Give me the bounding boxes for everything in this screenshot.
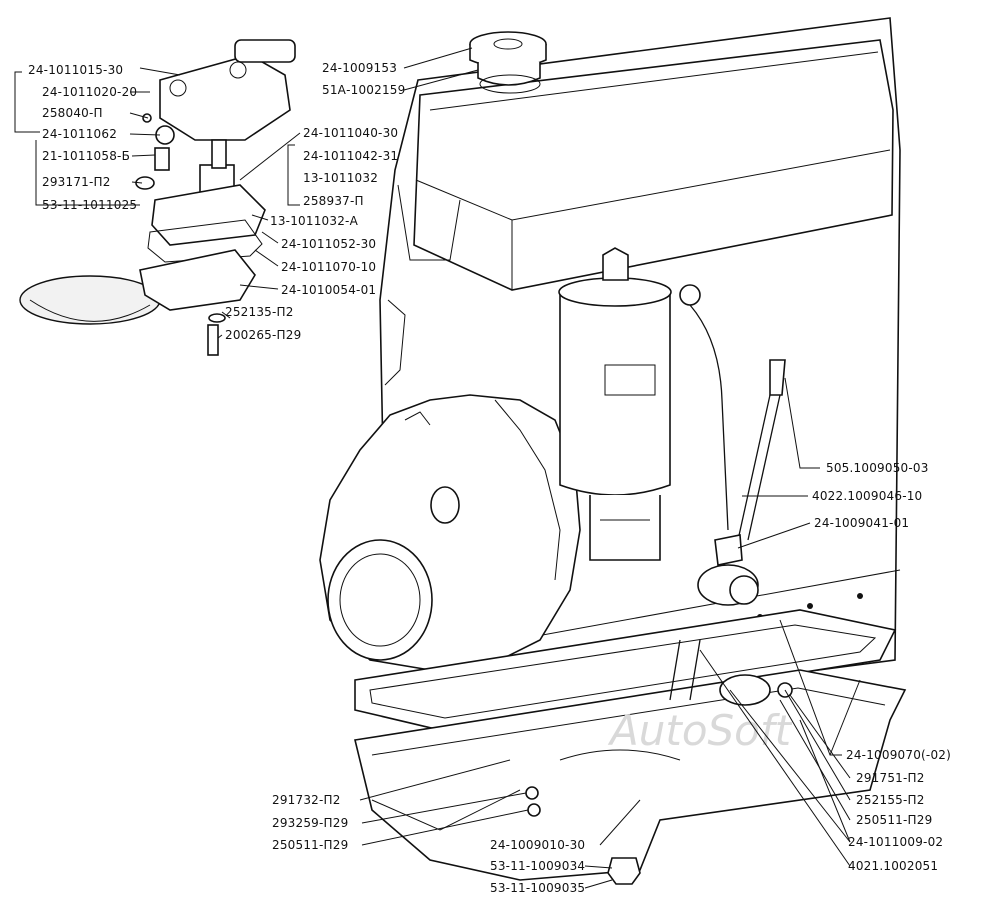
label-252155-p2: 252155-П2 bbox=[856, 793, 925, 807]
label-4021-1002051: 4021.1002051 bbox=[848, 859, 938, 873]
oil-pan bbox=[354, 669, 907, 881]
label-13-1011032: 13-1011032 bbox=[303, 171, 378, 185]
label-4022-1009046-10: 4022.1009046-10 bbox=[812, 489, 922, 503]
dipstick bbox=[697, 359, 786, 606]
leader-lines bbox=[14, 47, 861, 889]
label-53-11-1011025: 53-11-1011025 bbox=[42, 198, 137, 212]
label-51a-1002159: 51А-1002159 bbox=[322, 83, 405, 97]
label-13-1011032-a: 13-1011032-А bbox=[270, 214, 359, 228]
label-505-1009050-03: 505.1009050-03 bbox=[826, 461, 929, 475]
watermark: AutoSoft bbox=[607, 706, 793, 755]
label-293259-p29: 293259-П29 bbox=[272, 816, 348, 830]
oil-pan-gasket bbox=[354, 609, 897, 731]
drain-plug bbox=[525, 786, 641, 885]
label-24-1011062: 24-1011062 bbox=[42, 127, 117, 141]
label-258040-p: 258040-П bbox=[42, 106, 103, 120]
label-24-1011042-31: 24-1011042-31 bbox=[303, 149, 398, 163]
label-24-1009070-02: 24-1009070(-02) bbox=[846, 748, 951, 762]
timing-cover bbox=[319, 394, 581, 671]
label-293171-p2: 293171-П2 bbox=[42, 175, 111, 189]
label-24-1011009-02: 24-1011009-02 bbox=[848, 835, 943, 849]
label-291732-p2: 291732-П2 bbox=[272, 793, 341, 807]
label-24-1009041-01: 24-1009041-01 bbox=[814, 516, 909, 530]
label-24-1009153: 24-1009153 bbox=[322, 61, 397, 75]
label-258937-p: 258937-П bbox=[303, 194, 364, 208]
label-24-1011052-30: 24-1011052-30 bbox=[281, 237, 376, 251]
oil-filler-cap bbox=[469, 31, 547, 94]
label-24-1011015-30: 24-1011015-30 bbox=[28, 63, 123, 77]
label-250511-p29-right: 250511-П29 bbox=[856, 813, 932, 827]
label-21-1011058-b: 21-1011058-Б bbox=[42, 149, 130, 163]
label-200265-p29: 200265-П29 bbox=[225, 328, 301, 342]
label-250511-p29-left: 250511-П29 bbox=[272, 838, 348, 852]
part-labels: 24-1011015-30 24-1011020-20 258040-П 24-… bbox=[28, 61, 951, 895]
label-24-1011070-10: 24-1011070-10 bbox=[281, 260, 376, 274]
label-291751-p2: 291751-П2 bbox=[856, 771, 925, 785]
label-24-1009010-30: 24-1009010-30 bbox=[490, 838, 585, 852]
label-252135-p2: 252135-П2 bbox=[225, 305, 294, 319]
oil-pump-assembly bbox=[19, 39, 296, 356]
label-53-11-1009034: 53-11-1009034 bbox=[490, 859, 585, 873]
label-53-11-1009035: 53-11-1009035 bbox=[490, 881, 585, 895]
label-24-1011020-20: 24-1011020-20 bbox=[42, 85, 137, 99]
label-24-1011040-30: 24-1011040-30 bbox=[303, 126, 398, 140]
label-24-1010054-01: 24-1010054-01 bbox=[281, 283, 376, 297]
oil-filter bbox=[558, 247, 729, 561]
